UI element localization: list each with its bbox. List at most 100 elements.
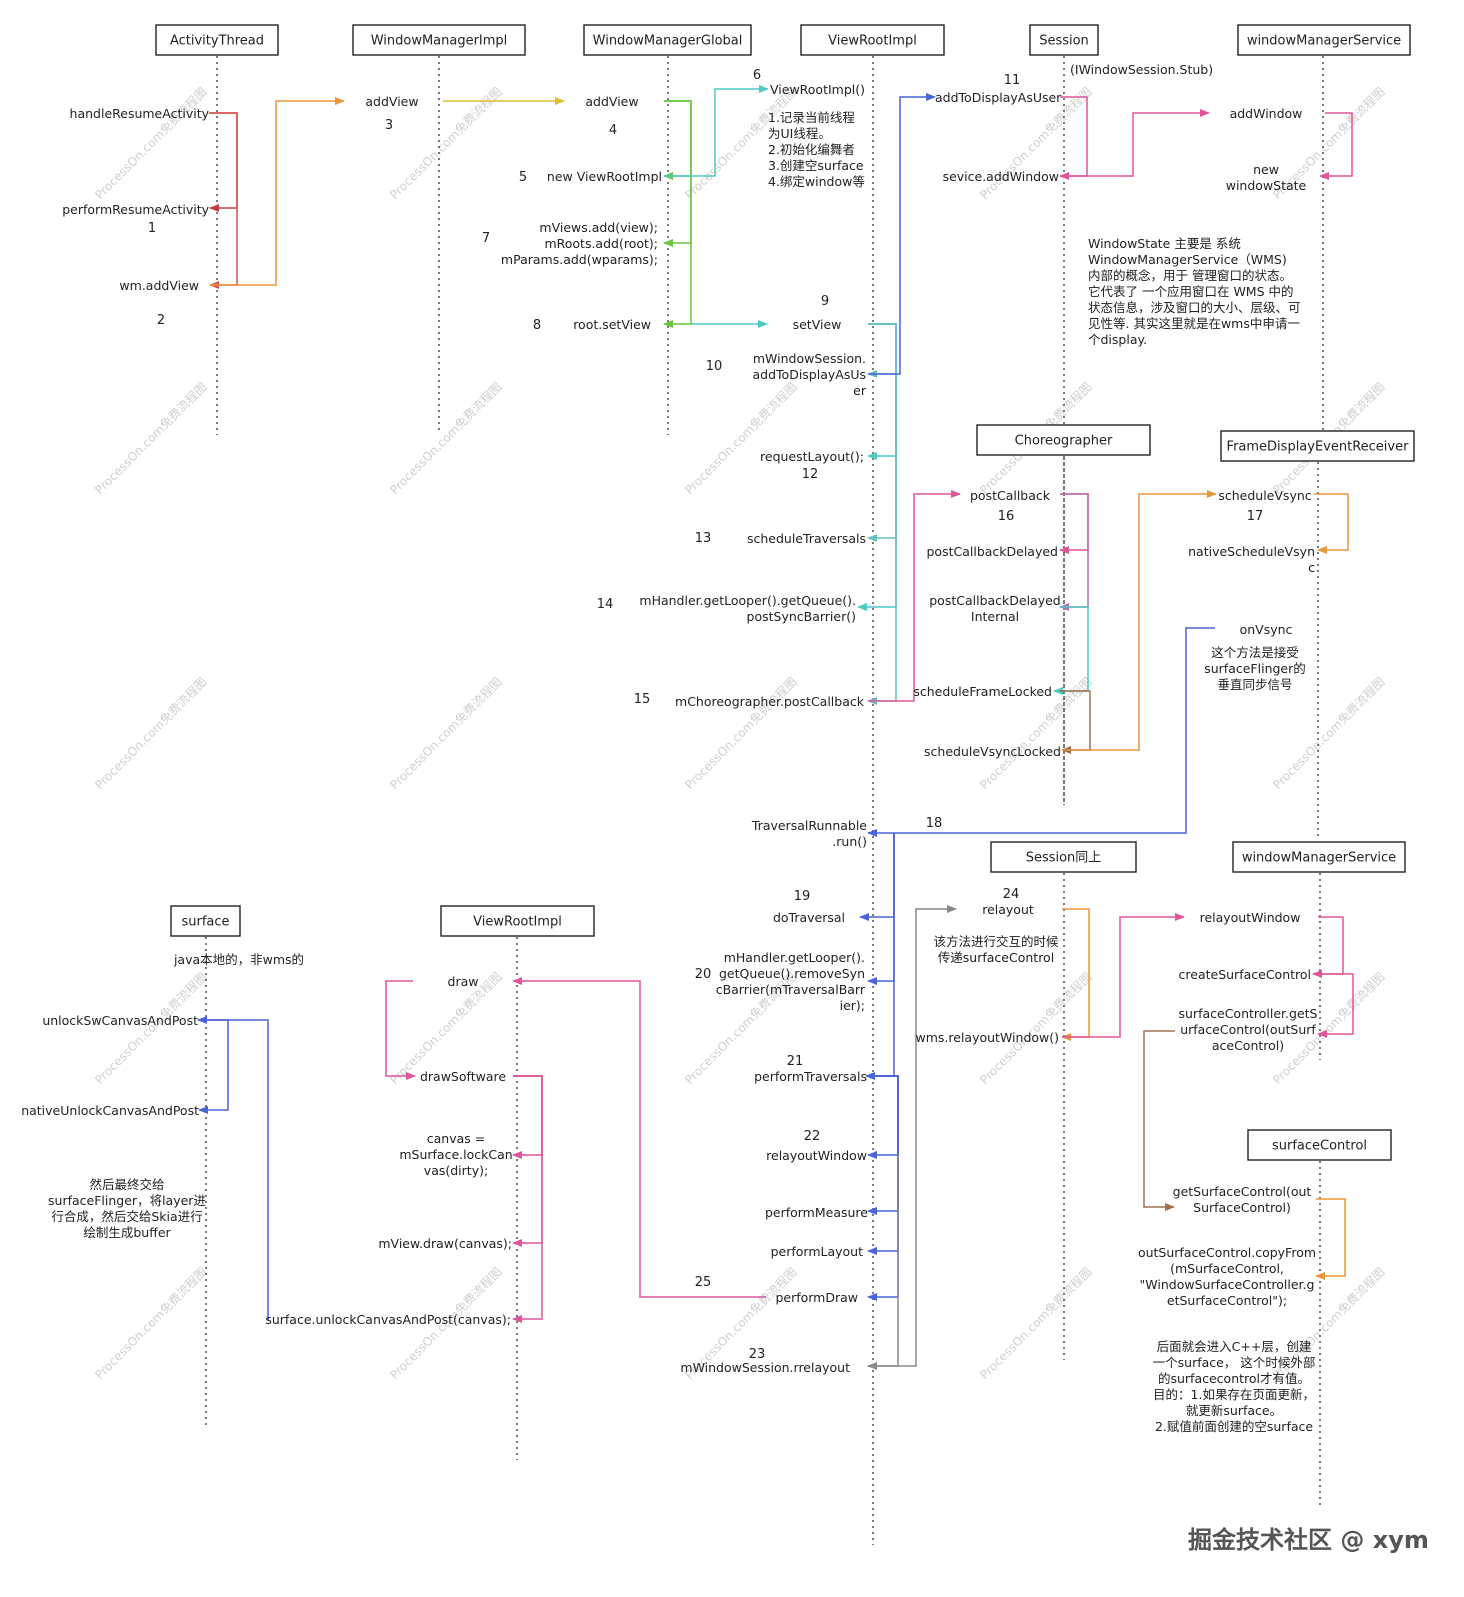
- call-addtodisplay: [867, 323, 897, 378]
- header-label: ActivityThread: [170, 34, 264, 49]
- label-choreographer-postcallback: mChoreographer.postCallback: [675, 694, 865, 709]
- call-schedulevsync: [1062, 490, 1217, 751]
- label-relayoutwindow: relayoutWindow: [766, 1148, 867, 1163]
- step-number-23: 23: [749, 1347, 766, 1362]
- label-handleresumeactivity: handleResumeActivity: [70, 106, 210, 121]
- label-performdraw: performDraw: [775, 1290, 858, 1305]
- label-setview: setView: [793, 317, 842, 332]
- call-requestlayout: [867, 323, 897, 460]
- call-perform-resume: [209, 112, 238, 212]
- call-createsurfacecontrol: [1312, 916, 1344, 978]
- header-label: Session: [1039, 34, 1089, 49]
- label-global-addview: addView: [585, 94, 638, 109]
- framedisplayeventreceiver-header: FrameDisplayEventReceiver: [1220, 430, 1415, 462]
- step-number-10: 10: [706, 359, 723, 374]
- label-schedulevsync: scheduleVsync: [1218, 488, 1311, 503]
- call-session-addtodisplay: [868, 93, 936, 375]
- step-number-25: 25: [695, 1275, 712, 1290]
- label-impl-addview: addView: [365, 94, 418, 109]
- label-onvsync: onVsync: [1240, 622, 1293, 637]
- viewrootimpl-header: ViewRootImpl: [800, 24, 945, 56]
- label-removesyncbarrier: mHandler.getLooper().getQueue().removeSy…: [716, 950, 866, 1013]
- watermark-text: ProcessOn.com免费流程图: [92, 84, 210, 202]
- lifelines: [205, 56, 1324, 1545]
- label-draw: draw: [448, 974, 479, 989]
- watermark-text: ProcessOn.com免费流程图: [92, 1264, 210, 1382]
- watermark-text: ProcessOn.com免费流程图: [92, 969, 210, 1087]
- call-wm-addview: [209, 112, 238, 289]
- watermark-text: ProcessOn.com免费流程图: [682, 379, 800, 497]
- watermark-text: ProcessOn.com免费流程图: [92, 379, 210, 497]
- label-addwindow: addWindow: [1230, 106, 1303, 121]
- session-header: Session: [1029, 24, 1099, 56]
- call-viewrootimpl-ctor: [664, 85, 769, 177]
- surface-header: surface: [170, 905, 241, 937]
- label-wms-relayoutwindow: wms.relayoutWindow(): [916, 1030, 1059, 1045]
- header-label: ViewRootImpl: [828, 34, 917, 49]
- label-schedulevsynclocked: scheduleVsyncLocked: [924, 744, 1061, 759]
- step-number-8: 8: [533, 318, 541, 333]
- label-scheduletraversals: scheduleTraversals: [747, 531, 866, 546]
- label-performmeasure: performMeasure: [765, 1205, 868, 1220]
- label-view-draw: mView.draw(canvas);: [378, 1236, 512, 1251]
- call-surfacecontrol-get: [1143, 1030, 1175, 1211]
- call-root-setview: [663, 100, 692, 328]
- label-traversalrunnable: TraversalRunnable.run(): [751, 818, 867, 849]
- header-label: surfaceControl: [1272, 1139, 1367, 1154]
- windowmanagerglobal-header: WindowManagerGlobal: [583, 24, 752, 56]
- watermark-text: ProcessOn.com免费流程图: [682, 674, 800, 792]
- call-new-windowstate: [1319, 112, 1353, 180]
- label-dotraversal: doTraversal: [773, 910, 845, 925]
- call-performlayout: [867, 1075, 899, 1255]
- label-scheduleframelocked: scheduleFrameLocked: [913, 684, 1052, 699]
- step-number-20: 20: [695, 967, 712, 982]
- call-drawsoftware: [385, 980, 416, 1080]
- call-copyfrom: [1315, 1198, 1346, 1280]
- label-rrelayout: mWindowSession.rrelayout: [680, 1360, 850, 1375]
- watermark-text: ProcessOn.com免费流程图: [387, 674, 505, 792]
- call-draw: [512, 977, 766, 1298]
- label-service-relayoutwindow: relayoutWindow: [1200, 910, 1301, 925]
- session-same-header: Session同上: [990, 841, 1137, 873]
- label-drawsoftware: drawSoftware: [420, 1069, 506, 1084]
- label-postsyncbarrier: mHandler.getLooper().getQueue().postSync…: [639, 593, 856, 624]
- call-labels: handleResumeActivity performResumeActivit…: [21, 62, 1317, 1434]
- label-requestlayout: requestLayout();: [760, 449, 864, 464]
- call-removesyncbarrier: [867, 833, 895, 985]
- header-label: WindowManagerImpl: [371, 34, 508, 49]
- label-postcallbackdelayed: postCallbackDelayed: [926, 544, 1058, 559]
- label-iwindowsession-stub: (IWindowSession.Stub): [1070, 62, 1213, 77]
- call-postcallback: [867, 323, 897, 705]
- call-relayoutwindow-service: [1062, 913, 1185, 1038]
- label-unlockswcanvasandpost: unlockSwCanvasAndPost: [42, 1013, 198, 1028]
- label-cpp-note: 后面就会进入C++层，创建一个surface， 这个时候外部的surfaceco…: [1153, 1339, 1316, 1434]
- label-views-add: mViews.add(view);mRoots.add(root);mParam…: [501, 220, 658, 267]
- label-viewrootimpl-ctor: ViewRootImpl(): [770, 82, 865, 97]
- watermark-text: ProcessOn.com免费流程图: [977, 1264, 1095, 1382]
- header-label: windowManagerService: [1242, 851, 1396, 866]
- label-createsurfacecontrol: createSurfaceControl: [1179, 967, 1311, 982]
- step-number-12: 12: [802, 467, 819, 482]
- watermark-text: ProcessOn.com免费流程图: [92, 674, 210, 792]
- lifeline-headers: ActivityThread WindowManagerImpl WindowMan…: [155, 24, 1415, 1161]
- step-number-16: 16: [998, 509, 1015, 524]
- watermark-text: ProcessOn.com免费流程图: [387, 379, 505, 497]
- step-number-19: 19: [794, 889, 811, 904]
- header-label: ViewRootImpl: [473, 915, 562, 930]
- call-nativeunlockcanvas: [198, 1019, 229, 1114]
- step-number-13: 13: [695, 531, 712, 546]
- step-number-6: 6: [753, 68, 761, 83]
- label-performresumeactivity: performResumeActivity: [62, 202, 209, 217]
- label-sevice-addwindow: sevice.addWindow: [943, 169, 1059, 184]
- connectors: [197, 85, 1354, 1370]
- label-postcallback: postCallback: [970, 488, 1051, 503]
